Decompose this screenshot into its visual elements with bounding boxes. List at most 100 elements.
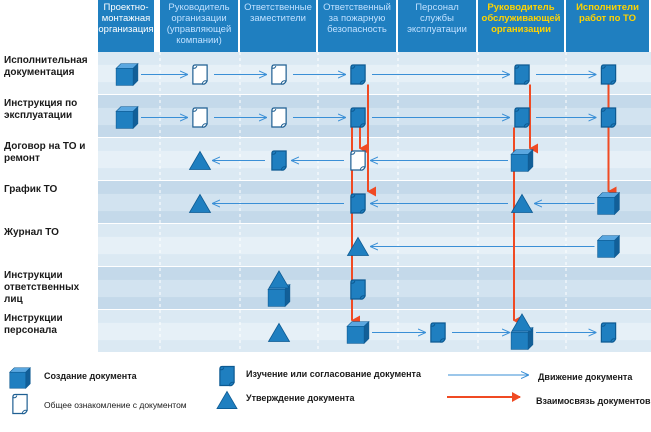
- review-document-icon: [271, 150, 287, 171]
- legend-approve-icon: [216, 390, 238, 409]
- row-label: Инструкции персонала: [4, 313, 63, 336]
- cube-front: [115, 68, 134, 86]
- scroll-curl: [610, 80, 616, 85]
- scroll-curl: [201, 80, 208, 85]
- review-document-icon: [600, 322, 617, 343]
- row-stripe: [98, 322, 651, 341]
- acquaint-document-icon: [271, 64, 287, 85]
- row-label-band: [0, 95, 98, 138]
- scroll-curl: [359, 80, 366, 85]
- scroll-curl: [280, 123, 287, 128]
- row-stripe: [98, 64, 651, 83]
- row-label: График ТО: [4, 184, 58, 195]
- legend-approve-label: Утверждение документа: [246, 393, 355, 403]
- acquaint-document-icon: [350, 150, 366, 171]
- cube-front: [115, 111, 134, 129]
- scroll-curl: [192, 108, 198, 112]
- column-header: Ответственный за пожарную безопасность: [318, 0, 396, 52]
- row-label: Исполнительная документация: [4, 55, 88, 78]
- review-document-icon: [514, 107, 530, 128]
- scroll-curl: [350, 108, 356, 112]
- scroll-curl: [514, 108, 520, 112]
- acquaint-document-icon: [271, 107, 287, 128]
- row-label: Журнал ТО: [4, 227, 59, 238]
- legend-relation-label: Взаимосвязь документов: [536, 396, 651, 406]
- legend-acquaint-icon: [12, 393, 28, 415]
- cube-front: [597, 197, 615, 215]
- scroll-curl: [280, 166, 287, 171]
- acquaint-document-icon: [192, 107, 208, 128]
- triangle-shape: [511, 313, 533, 332]
- scroll-curl: [271, 108, 277, 112]
- triangle-shape: [188, 193, 212, 213]
- triangle-shape: [216, 390, 238, 409]
- scroll-curl: [12, 395, 18, 399]
- scroll-curl: [192, 65, 198, 69]
- scroll-curl: [359, 166, 366, 171]
- legend-acquaint-label: Общее ознакомление с документом: [44, 400, 187, 410]
- create-document-icon: [596, 191, 621, 216]
- create-document-icon: [596, 234, 621, 259]
- create-document-icon: [115, 62, 139, 87]
- create-approve-document-icon: [267, 270, 291, 308]
- triangle-shape: [267, 322, 291, 342]
- scroll-curl: [601, 323, 606, 327]
- review-document-icon: [350, 279, 366, 300]
- review-document-icon: [600, 107, 617, 128]
- approve-document-icon: [188, 150, 212, 170]
- create-document-icon: [115, 105, 139, 130]
- scroll-curl: [201, 123, 208, 128]
- scroll-curl: [350, 194, 356, 198]
- row-label: Инструкции ответственных лиц: [4, 270, 80, 305]
- legend-create-icon: [9, 367, 31, 389]
- scroll-curl: [610, 123, 616, 128]
- review-document-icon: [600, 64, 617, 85]
- row-label: Инструкция по эксплуатации: [4, 98, 78, 121]
- review-document-icon: [350, 64, 366, 85]
- scroll-curl: [439, 338, 446, 343]
- legend-review-label: Изучение или согласование документа: [246, 369, 421, 379]
- row-stripe: [98, 193, 651, 212]
- row-label-band: [0, 138, 98, 181]
- column-header: Ответственные заместители: [240, 0, 316, 52]
- cube-front: [267, 289, 286, 307]
- create-document-icon: [346, 320, 370, 345]
- scroll-curl: [350, 65, 356, 69]
- create-document-icon: [510, 148, 534, 173]
- triangle-shape: [346, 236, 370, 256]
- review-document-icon: [350, 193, 366, 214]
- triangle-shape: [510, 193, 534, 213]
- cube-front: [346, 326, 365, 344]
- scroll-curl: [350, 280, 356, 284]
- cube-front: [597, 240, 615, 258]
- scroll-curl: [601, 65, 606, 69]
- row-label-band: [0, 181, 98, 224]
- row-label-band: [0, 310, 98, 353]
- approve-document-icon: [267, 322, 291, 342]
- triangle-shape: [188, 150, 212, 170]
- row-stripe: [98, 150, 651, 169]
- cube-front: [510, 332, 529, 350]
- row-label-band: [0, 267, 98, 310]
- scroll-curl: [523, 123, 530, 128]
- approve-document-icon: [188, 193, 212, 213]
- approve-document-icon: [510, 193, 534, 213]
- scroll-curl: [430, 323, 436, 327]
- create-approve-document-icon: [510, 313, 534, 351]
- scroll-curl: [228, 381, 235, 386]
- row-label-band: [0, 224, 98, 267]
- review-document-icon: [430, 322, 446, 343]
- scroll-curl: [280, 80, 287, 85]
- legend: [9, 365, 528, 415]
- scroll-curl: [359, 123, 366, 128]
- row-stripe: [98, 236, 651, 255]
- acquaint-document-icon: [192, 64, 208, 85]
- scroll-curl: [350, 151, 356, 155]
- cube-front: [9, 371, 27, 389]
- scroll-curl: [21, 409, 28, 414]
- review-document-icon: [350, 107, 366, 128]
- row-stripe: [98, 107, 651, 126]
- review-document-icon: [514, 64, 530, 85]
